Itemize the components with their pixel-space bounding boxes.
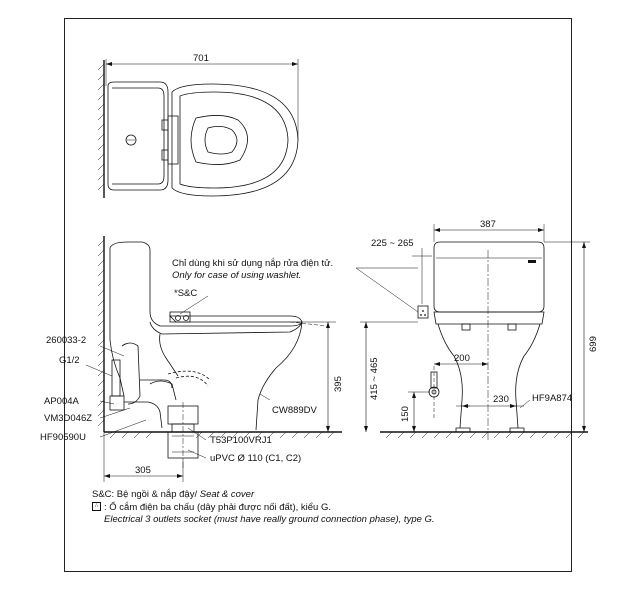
part-g12-label: G1/2 [59, 355, 80, 366]
seat-cover-note: S&C: Bệ ngồi & nắp đậy/ Seat & cover [92, 489, 562, 502]
front-view: 387 225 ~ 265 699 415 ~ 465 200 150 230 [360, 219, 599, 440]
part-hf90590u-label: HF90590U [40, 432, 86, 443]
bowl-model-label: CW889DV [272, 405, 318, 416]
socket-note: ∴: Ổ cắm điện ba chấu (dây phải được nối… [92, 502, 562, 515]
washlet-note-vi: Chỉ dùng khi sử dụng nắp rửa điện tử. [172, 258, 333, 269]
dim-seat-height: 395 [333, 376, 344, 392]
dim-inlet-offset: 230 [493, 394, 509, 405]
upvc-label: uPVC Ø 110 (C1, C2) [210, 453, 301, 464]
part-vm3d046z-label: VM3D046Z [44, 413, 92, 424]
dim-socket-offset: 200 [454, 353, 470, 364]
dim-total-height: 699 [588, 336, 599, 352]
part-t53p-label: T53P100VRJ1 [210, 435, 272, 446]
seat-cover-note-vi: S&C: Bệ ngồi & nắp đậy/ [92, 489, 200, 500]
seat-cover-note-en: Seat & cover [199, 489, 255, 500]
callout-labels: Chỉ dùng khi sử dụng nắp rửa điện tử. On… [40, 258, 572, 464]
dim-top-width: 701 [193, 53, 209, 64]
part-ap004a-label: AP004A [44, 396, 80, 407]
drawing-frame [64, 18, 572, 572]
dim-front-width: 387 [480, 219, 496, 230]
power-socket-icon: ∴ [92, 502, 101, 512]
socket-note-en: Electrical 3 outlets socket (must have r… [104, 514, 435, 525]
dim-floor-socket: 150 [400, 406, 411, 422]
dim-back-clearance: 225 ~ 265 [371, 238, 414, 249]
dim-socket-height: 415 ~ 465 [369, 357, 380, 400]
seat-label: *S&C [174, 288, 197, 299]
side-view: 305 395 [85, 236, 419, 482]
part-260033-label: 260033-2 [46, 335, 86, 346]
notes-block: S&C: Bệ ngồi & nắp đậy/ Seat & cover ∴: … [92, 489, 562, 527]
dim-rough-in: 305 [135, 465, 151, 476]
socket-note-vi: : Ổ cắm điện ba chấu (dây phải được nối … [104, 501, 331, 513]
tank-model-label: HF9A874 [532, 393, 572, 404]
top-view: 701 [97, 53, 299, 198]
washlet-note-en: Only for case of using washlet. [172, 270, 301, 281]
